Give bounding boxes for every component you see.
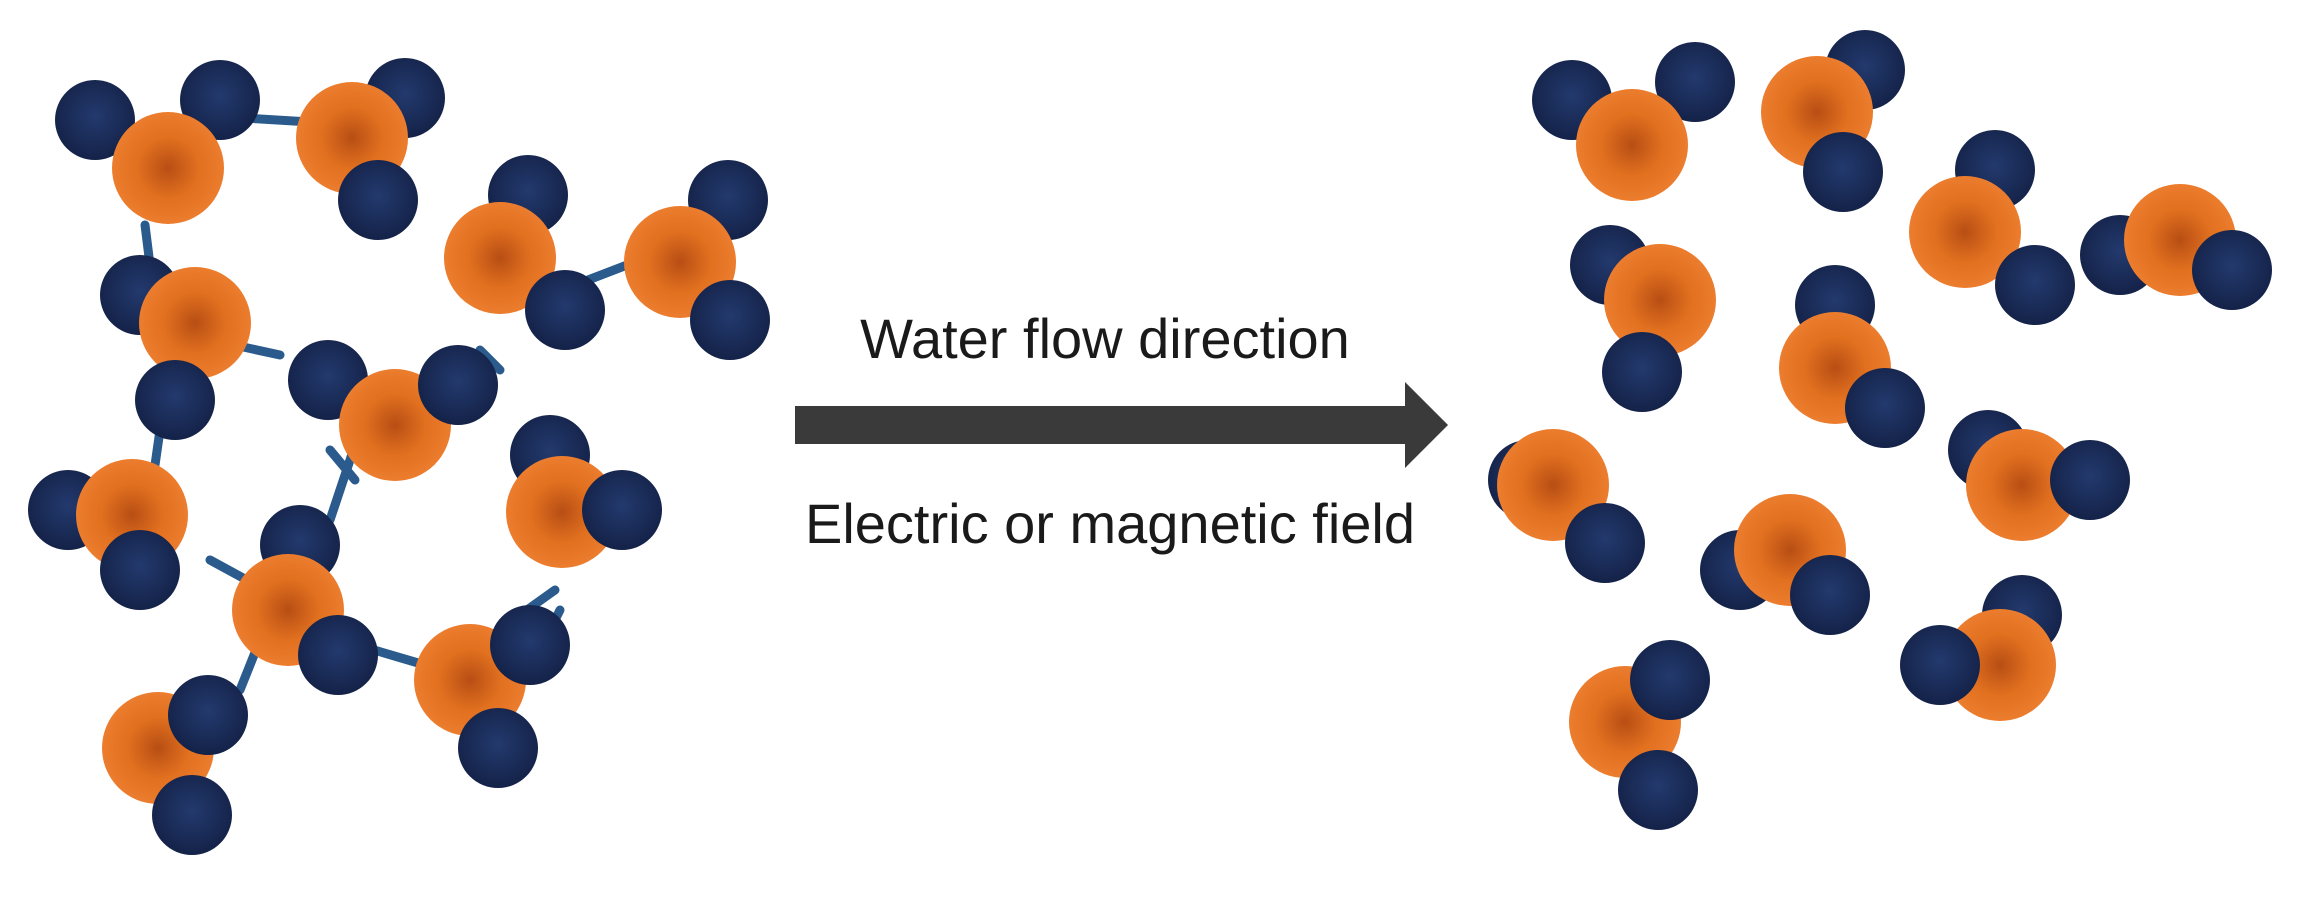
oxygen-atom: [506, 456, 618, 568]
hydrogen-atom: [1790, 555, 1870, 635]
water-molecule: [28, 459, 188, 610]
hydrogen-atom: [1995, 245, 2075, 325]
separated-water-molecules: [1488, 30, 2272, 830]
hydrogen-atom: [55, 80, 135, 160]
oxygen-atom: [1966, 429, 2078, 541]
field-label: Electric or magnetic field: [805, 492, 1415, 555]
water-molecule: [506, 415, 662, 568]
hydrogen-atom: [2192, 230, 2272, 310]
hydrogen-atom: [2050, 440, 2130, 520]
water-molecule: [1488, 429, 1645, 583]
arrow-head: [1405, 382, 1448, 468]
water-molecule: [102, 675, 248, 855]
flow-arrow: [795, 382, 1448, 468]
water-molecule: [1532, 42, 1735, 201]
hydrogen-atom: [1602, 332, 1682, 412]
water-molecule: [2080, 184, 2272, 310]
water-molecule: [1948, 410, 2130, 541]
hydrogen-bond: [325, 445, 360, 485]
oxygen-atom: [1576, 89, 1688, 201]
hydrogen-bond: [475, 345, 505, 375]
hydrogen-atom: [1900, 625, 1980, 705]
water-molecule: [100, 255, 251, 440]
hydrogen-atom: [135, 360, 215, 440]
arrow-shaft: [795, 406, 1415, 444]
hydrogen-atom: [168, 675, 248, 755]
water-molecule: [296, 58, 445, 240]
hydrogen-atom: [582, 470, 662, 550]
hydrogen-atom: [338, 160, 418, 240]
hydrogen-atom: [418, 345, 498, 425]
hydrogen-atom: [1845, 368, 1925, 448]
oxygen-atom: [444, 202, 556, 314]
hydrogen-atom: [1655, 42, 1735, 122]
water-molecule: [1700, 494, 1870, 635]
water-molecule: [1761, 30, 1905, 212]
hydrogen-atom: [180, 60, 260, 140]
water-molecule: [414, 605, 570, 788]
water-molecule: [444, 155, 605, 350]
flow-direction-label: Water flow direction: [860, 307, 1350, 370]
hydrogen-atom: [525, 270, 605, 350]
hydrogen-atom: [490, 605, 570, 685]
hydrogen-atom: [458, 708, 538, 788]
hydrogen-atom: [1630, 640, 1710, 720]
water-molecule: [1570, 225, 1716, 412]
water-molecule: [624, 160, 770, 360]
water-molecule: [288, 340, 498, 481]
hydrogen-atom: [298, 615, 378, 695]
water-molecule: [1569, 640, 1710, 830]
oxygen-atom: [1604, 244, 1716, 356]
water-molecule: [1900, 575, 2062, 721]
hydrogen-atom: [1618, 750, 1698, 830]
water-molecule: [1909, 130, 2075, 325]
hydrogen-atom: [690, 280, 770, 360]
oxygen-atom: [1944, 609, 2056, 721]
hydrogen-atom: [152, 775, 232, 855]
oxygen-atom: [112, 112, 224, 224]
hydrogen-atom: [1565, 503, 1645, 583]
oxygen-atom: [1909, 176, 2021, 288]
clustered-water-molecules: [28, 58, 770, 855]
hydrogen-atom: [1803, 132, 1883, 212]
water-molecule: [1779, 265, 1925, 448]
water-molecule: [55, 60, 260, 224]
water-molecule: [232, 505, 378, 695]
oxygen-atom: [139, 267, 251, 379]
hydrogen-atom: [100, 530, 180, 610]
